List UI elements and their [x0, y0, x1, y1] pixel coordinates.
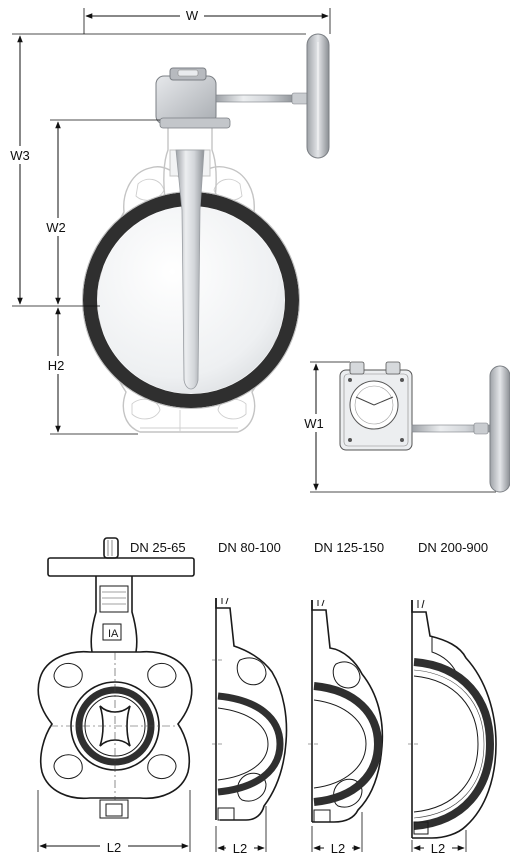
- side-view-dimensions: W1: [300, 361, 496, 493]
- valve-view-dn-80-100: [212, 597, 288, 821]
- valve-view-dn-200-900: [408, 599, 497, 839]
- handwheel-side: [489, 365, 510, 493]
- dim-label-l2-dn-25-65: L2: [107, 840, 121, 854]
- dim-label-l2-dn-125-150: L2: [331, 841, 345, 854]
- valve-stem: [175, 149, 205, 390]
- side-view-gearbox: [339, 361, 510, 493]
- dim-label-w2: W2: [46, 220, 66, 235]
- handwheel-main: [306, 33, 330, 159]
- size-label-dn-25-65: DN 25-65: [130, 540, 186, 555]
- size-label-dn-125-150: DN 125-150: [314, 540, 384, 555]
- gearbox: [155, 67, 309, 129]
- valve-view-dn-25-65: IA: [37, 537, 195, 819]
- dim-label-w: W: [186, 8, 199, 23]
- dim-label-w3: W3: [10, 148, 30, 163]
- l2-dimensions: L2 L2 L2 L2: [37, 790, 467, 854]
- dim-label-l2-dn-200-900: L2: [431, 841, 445, 854]
- main-valve-front-view: IA: [82, 33, 330, 433]
- size-label-dn-200-900: DN 200-900: [418, 540, 488, 555]
- main-view-dimensions: W W3 W2 H2: [6, 6, 331, 435]
- dim-label-h2: H2: [48, 358, 65, 373]
- dim-label-l2-dn-80-100: L2: [233, 841, 247, 854]
- valve-body-outline: [97, 166, 281, 433]
- valve-view-dn-125-150: [308, 599, 384, 823]
- dim-label-w1: W1: [304, 416, 324, 431]
- size-label-dn-80-100: DN 80-100: [218, 540, 281, 555]
- svg-text:IA: IA: [108, 628, 119, 640]
